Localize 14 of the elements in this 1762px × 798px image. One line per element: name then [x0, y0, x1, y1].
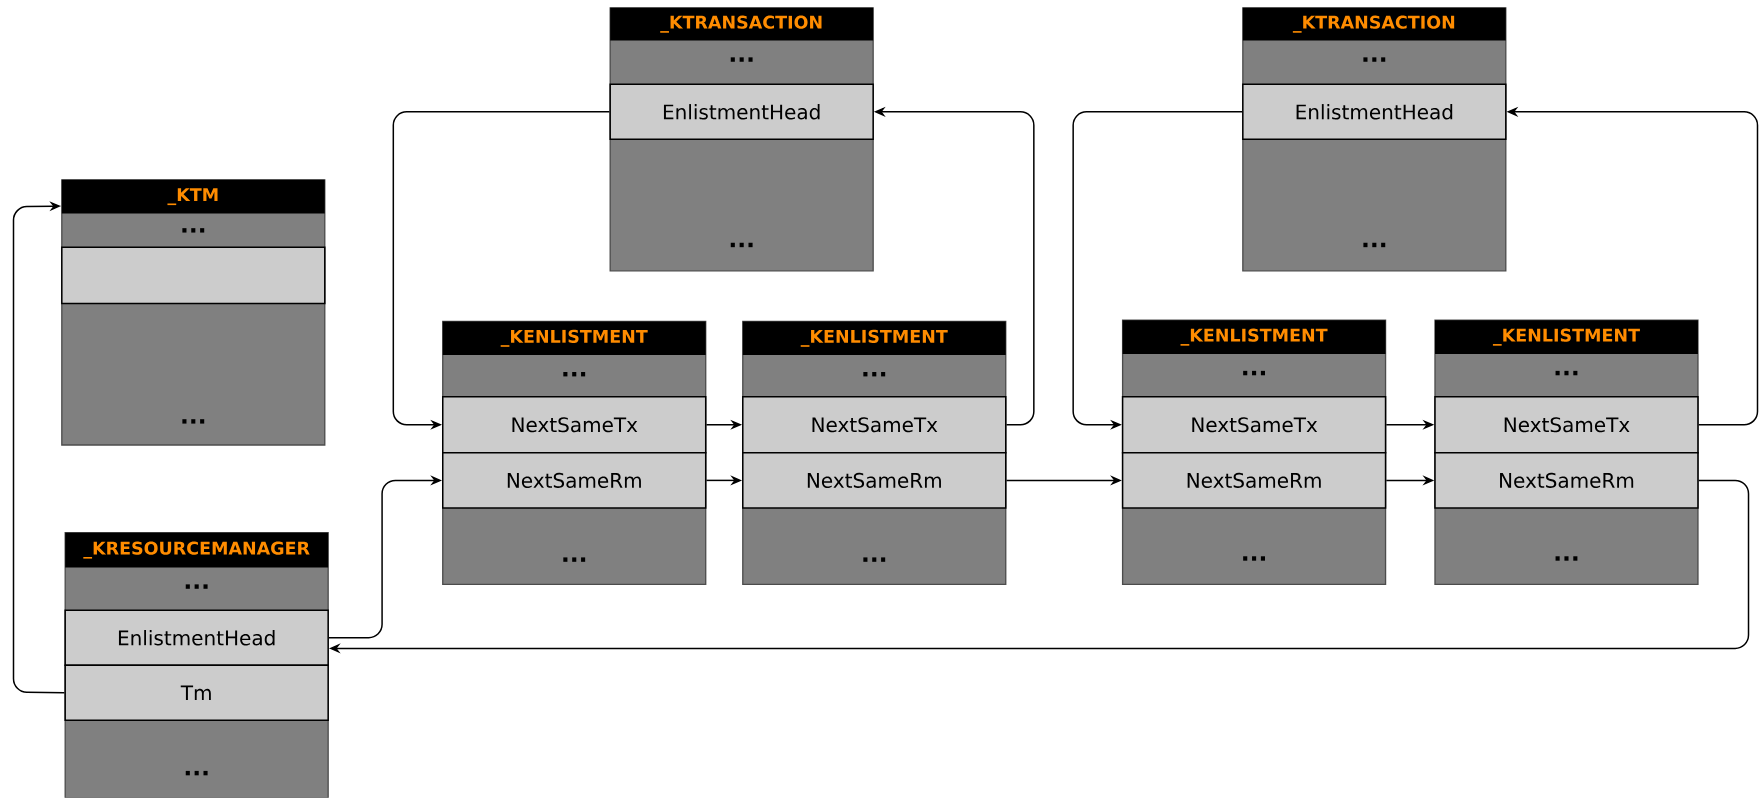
field-row: NextSameTx	[442, 396, 707, 454]
field-row: NextSameTx	[1121, 396, 1387, 454]
field-row: EnlistmentHead	[64, 609, 329, 667]
field-row: NextSameTx	[742, 396, 1007, 454]
field-row: NextSameTx	[1434, 396, 1699, 454]
field-row: Tm	[64, 664, 329, 722]
field-row: NextSameRm	[1434, 452, 1699, 509]
field-row: EnlistmentHead	[1242, 83, 1507, 141]
field-row: NextSameRm	[1121, 452, 1387, 509]
field-row: EnlistmentHead	[609, 83, 874, 141]
field-row: NextSameRm	[442, 452, 707, 509]
field-row: NextSameRm	[742, 452, 1007, 509]
arrow	[12, 201, 66, 694]
empty-field-row	[61, 246, 326, 305]
